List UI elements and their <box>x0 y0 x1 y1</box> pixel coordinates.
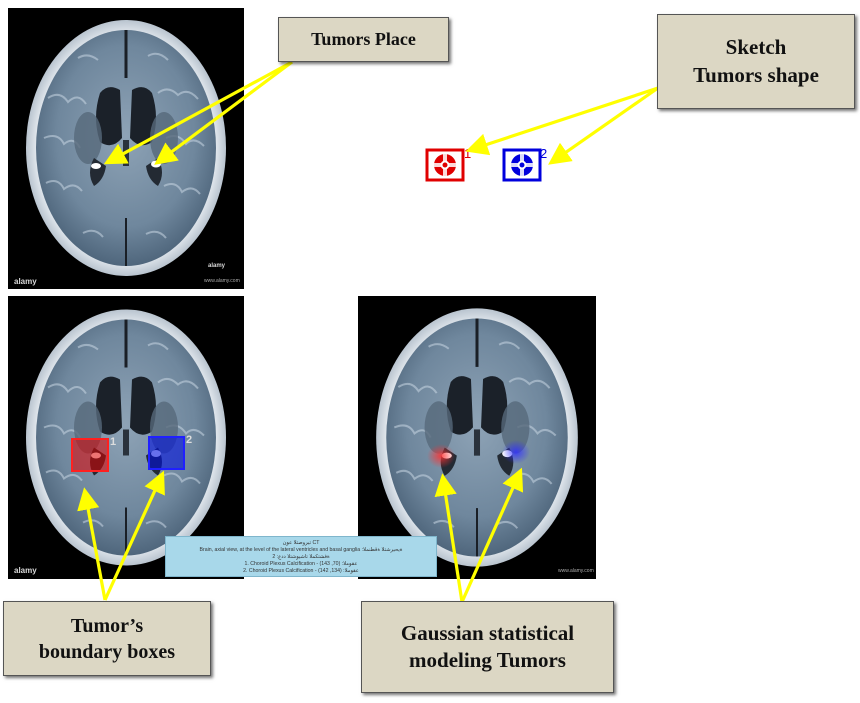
info-line-4: 1. Choroid Plexus Calcification - عقوملا… <box>244 561 358 568</box>
tumor-2-box <box>148 436 185 470</box>
callout-gaussian-modeling: Gaussian statistical modeling Tumors <box>361 601 614 693</box>
watermark-url: www.alamy.com <box>204 278 240 284</box>
box-label-1: 1 <box>110 436 117 448</box>
info-line-1: تيروصتلا عون CT <box>282 540 320 546</box>
callout-sketch-line2: Tumors shape <box>693 62 819 87</box>
callout-gaussian-line2: modeling Tumors <box>409 648 566 672</box>
watermark-brand: alamy <box>14 566 37 575</box>
info-line-3: 2 :ةفشتكملا تاشيوشتلا ددع <box>272 554 330 561</box>
callout-tumors-place: Tumors Place <box>278 17 449 62</box>
box-label-2: 2 <box>186 434 193 446</box>
watermark-url: www.alamy.com <box>558 568 594 574</box>
info-line-2: Brain, axial view, at the level of the l… <box>199 547 403 554</box>
info-line-5: 2. Choroid Plexus Calcification - عقوملا… <box>243 568 359 575</box>
tumor-2-gaussian <box>502 440 530 464</box>
callout-boundary-line2: boundary boxes <box>38 640 176 663</box>
watermark-brand: alamy <box>14 277 37 286</box>
callout-sketch-tumors-shape: Sketch Tumors shape <box>657 14 855 109</box>
arrow-sketch-1 <box>465 86 659 156</box>
sketch-label-1: 1 <box>464 146 472 161</box>
sketch-tumor-2 <box>502 148 542 182</box>
sketch-label-2: 2 <box>540 146 548 161</box>
callout-boundary-line1: Tumor’s <box>70 614 144 637</box>
tumor-1-gaussian <box>427 444 455 468</box>
callout-boundary-boxes: Tumor’s boundary boxes <box>3 601 211 676</box>
callout-gaussian-line1: Gaussian statistical <box>400 620 575 645</box>
callout-tumors-place-text: Tumors Place <box>311 28 416 49</box>
callout-sketch-line1: Sketch <box>725 35 787 60</box>
arrow-sketch-2 <box>548 86 659 165</box>
ct-scan-original: alamy alamy www.alamy.com <box>8 8 244 289</box>
tumor-1-box <box>71 438 109 472</box>
detection-info-panel: تيروصتلا عون CT Brain, axial view, at th… <box>165 536 437 577</box>
watermark-stock: alamy <box>208 263 226 269</box>
sketch-tumor-1 <box>425 148 465 182</box>
